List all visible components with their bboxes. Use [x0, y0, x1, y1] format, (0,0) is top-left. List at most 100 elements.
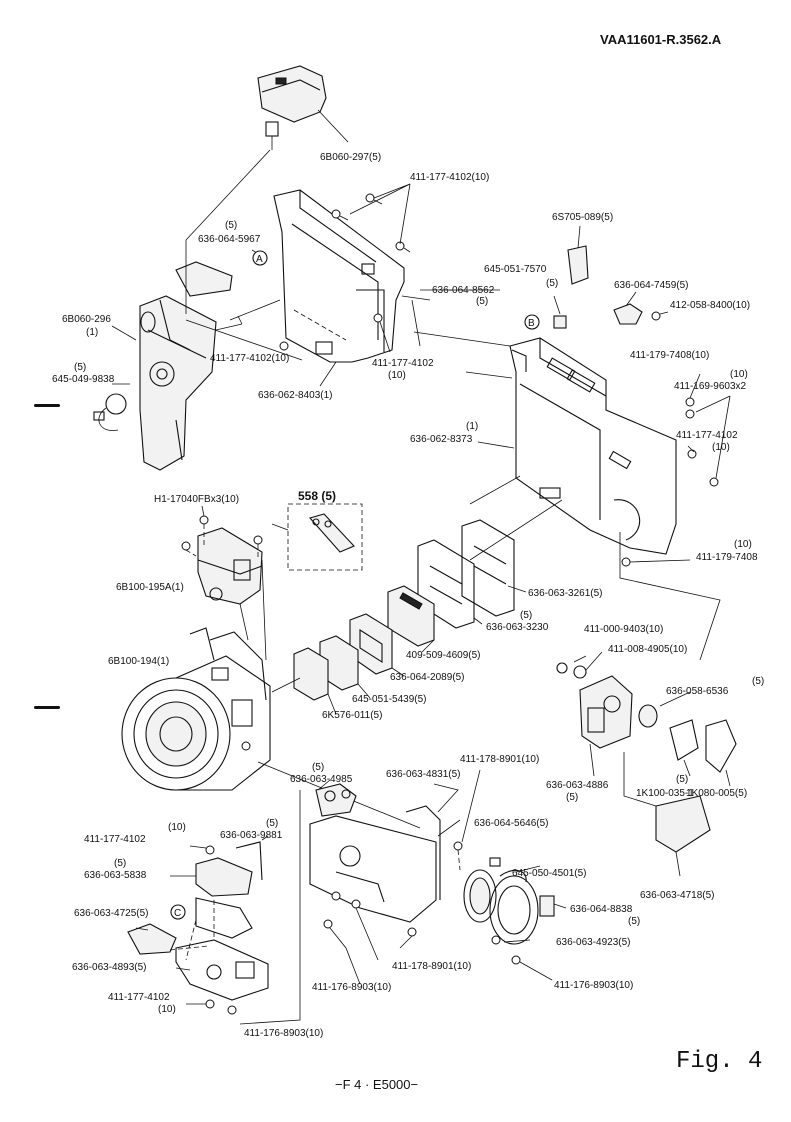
part-label: 411-179-7408 — [696, 552, 758, 563]
part-label: 636-063-4725(5) — [74, 908, 149, 919]
part-label: 411-179-7408(10) — [630, 350, 709, 361]
callout-c — [170, 904, 186, 920]
part-label: 6B100-194(1) — [108, 656, 169, 667]
callout-a — [252, 250, 268, 266]
part-label: 411-176-8903(10) — [554, 980, 633, 991]
callout-markers: A B C — [170, 250, 540, 920]
part-label: 645-050-4501(5) — [512, 868, 587, 879]
part-label: (10) — [158, 1004, 176, 1015]
document-id: VAA11601-R.3562.A — [600, 32, 722, 47]
binding-mark-upper — [34, 404, 60, 407]
part-label: (5) — [266, 818, 278, 829]
part-label: 411-169-9603x2 — [674, 381, 747, 392]
part-label: 411-008-4905(10) — [608, 644, 687, 655]
part-label: 409-509-4609(5) — [406, 650, 481, 661]
part-label: 636-063-4886 — [546, 780, 609, 791]
part-label: 411-176-8903(10) — [244, 1028, 323, 1039]
part-label: (5) — [114, 858, 126, 869]
callout-a-label: A — [256, 254, 263, 265]
part-label: (5) — [752, 676, 764, 687]
part-label: (5) — [74, 362, 86, 373]
binding-mark-lower — [34, 706, 60, 709]
screws-right — [621, 397, 719, 567]
part-label: (5) — [628, 916, 640, 927]
main-chassis-right — [509, 337, 677, 555]
part-label: (5) — [546, 278, 558, 289]
part-label: 411-178-8901(10) — [392, 961, 471, 972]
inset-558 — [271, 503, 363, 571]
callout-b-label: B — [528, 318, 535, 329]
speaker-assembly — [463, 857, 555, 965]
part-label: 6B060-296 — [62, 314, 111, 325]
part-label: (10) — [712, 442, 730, 453]
page-footer: −F 4 · E5000− — [335, 1077, 419, 1092]
part-label: 636-064-5967 — [198, 234, 261, 245]
grip-assembly-left — [139, 295, 217, 471]
inset-label: 558 (5) — [298, 489, 336, 503]
part-label: 636-063-5838 — [84, 870, 147, 881]
part-label: 6B060-297(5) — [320, 152, 381, 163]
part-label: 1K100-035-1 — [636, 788, 694, 799]
screws-upper — [279, 193, 411, 351]
part-label: 636-062-8403(1) — [258, 390, 333, 401]
part-labels: 6B060-297(5) 411-177-4102(10) (5) 636-06… — [52, 152, 764, 1039]
connector-part-top — [257, 65, 327, 150]
figure-title: Fig. 4 — [676, 1048, 763, 1075]
part-label: 412-058-8400(10) — [670, 300, 750, 311]
part-label: 1K080-005(5) — [686, 788, 747, 799]
part-label: (1) — [466, 421, 478, 432]
side-cover-parts — [556, 662, 737, 853]
part-label: 636-058-6536 — [666, 686, 729, 697]
part-label: 411-177-4102(10) — [210, 353, 289, 364]
part-label: (10) — [730, 369, 748, 380]
part-label: 411-177-4102 — [84, 834, 146, 845]
part-label: 411-176-8903(10) — [312, 982, 391, 993]
lower-assembly-center — [309, 783, 463, 937]
callout-b — [524, 314, 540, 330]
part-label: 636-063-4718(5) — [640, 890, 715, 901]
part-label: 411-177-4102 — [676, 430, 738, 441]
bracket-6B100-195A — [181, 515, 263, 605]
part-label: 411-000-9403(10) — [584, 624, 663, 635]
part-label: 636-063-3261(5) — [528, 588, 603, 599]
part-label: 645-051-7570 — [484, 264, 547, 275]
part-label: (10) — [388, 370, 406, 381]
part-label: 636-064-8838 — [570, 904, 633, 915]
part-label: (10) — [168, 822, 186, 833]
part-label: 636-063-4893(5) — [72, 962, 147, 973]
part-label: 636-063-9881 — [220, 830, 283, 841]
part-label: (1) — [86, 327, 98, 338]
part-label: (10) — [734, 539, 752, 550]
part-label: (5) — [476, 296, 488, 307]
part-label: 645-051-5439(5) — [352, 694, 427, 705]
part-label: H1-17040FBx3(10) — [154, 494, 239, 505]
part-label: (5) — [676, 774, 688, 785]
lower-assembly-left — [127, 841, 269, 1015]
part-label: 411-177-4102(10) — [410, 172, 489, 183]
part-label: (5) — [312, 762, 324, 773]
part-label: (5) — [520, 610, 532, 621]
part-label: 636-064-5646(5) — [474, 818, 549, 829]
part-label: 636-064-8562 — [432, 285, 495, 296]
part-label: 636-063-4985 — [290, 774, 353, 785]
part-label: 6S705-089(5) — [552, 212, 613, 223]
part-label: 636-063-4923(5) — [556, 937, 631, 948]
part-label: 411-177-4102 — [108, 992, 170, 1003]
part-label: 645-049-9838 — [52, 374, 115, 385]
lens-unit — [121, 627, 271, 791]
part-label: 411-177-4102 — [372, 358, 434, 369]
part-label: 6K576-011(5) — [322, 710, 382, 721]
part-label: 636-063-4831(5) — [386, 769, 461, 780]
part-label: 636-064-7459(5) — [614, 280, 689, 291]
part-label: 636-064-2089(5) — [390, 672, 465, 683]
callout-c-label: C — [174, 908, 181, 919]
part-label: 6B100-195A(1) — [116, 582, 184, 593]
part-label: 636-063-3230 — [486, 622, 549, 633]
part-label: (5) — [225, 220, 237, 231]
part-label: 411-178-8901(10) — [460, 754, 539, 765]
part-label: (5) — [566, 792, 578, 803]
filter-stack — [293, 519, 515, 701]
part-label: 636-062-8373 — [410, 434, 473, 445]
